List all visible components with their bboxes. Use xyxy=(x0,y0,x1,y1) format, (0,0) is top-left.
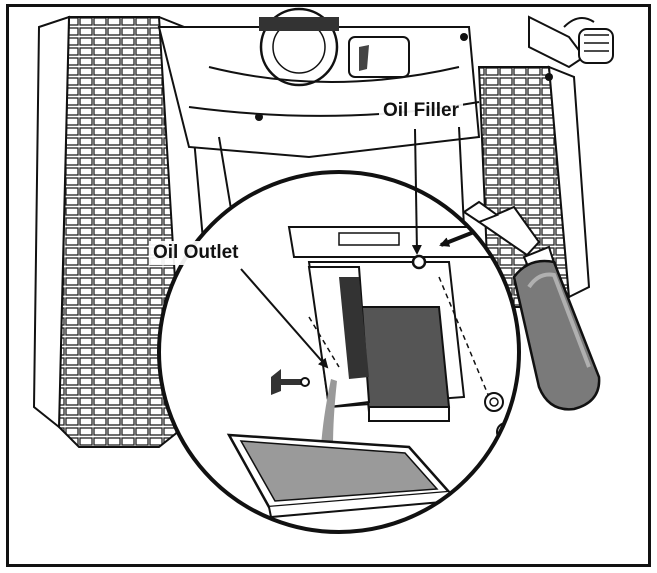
oil-change-illustration xyxy=(32,7,614,534)
oil-outlet-label: Oil Outlet xyxy=(149,241,243,265)
oil-filler-label: Oil Filler xyxy=(379,99,464,123)
engine-body xyxy=(157,7,553,258)
diagram-frame: Oil Filler Oil Outlet xyxy=(6,4,651,567)
left-track xyxy=(32,15,210,448)
handle-grip xyxy=(528,15,614,69)
pour-arrow xyxy=(439,230,475,247)
oil-bottle xyxy=(462,200,601,411)
oil-outlet-leader xyxy=(240,268,329,369)
magnified-view xyxy=(157,170,521,534)
oil-filler-leader xyxy=(411,128,422,255)
